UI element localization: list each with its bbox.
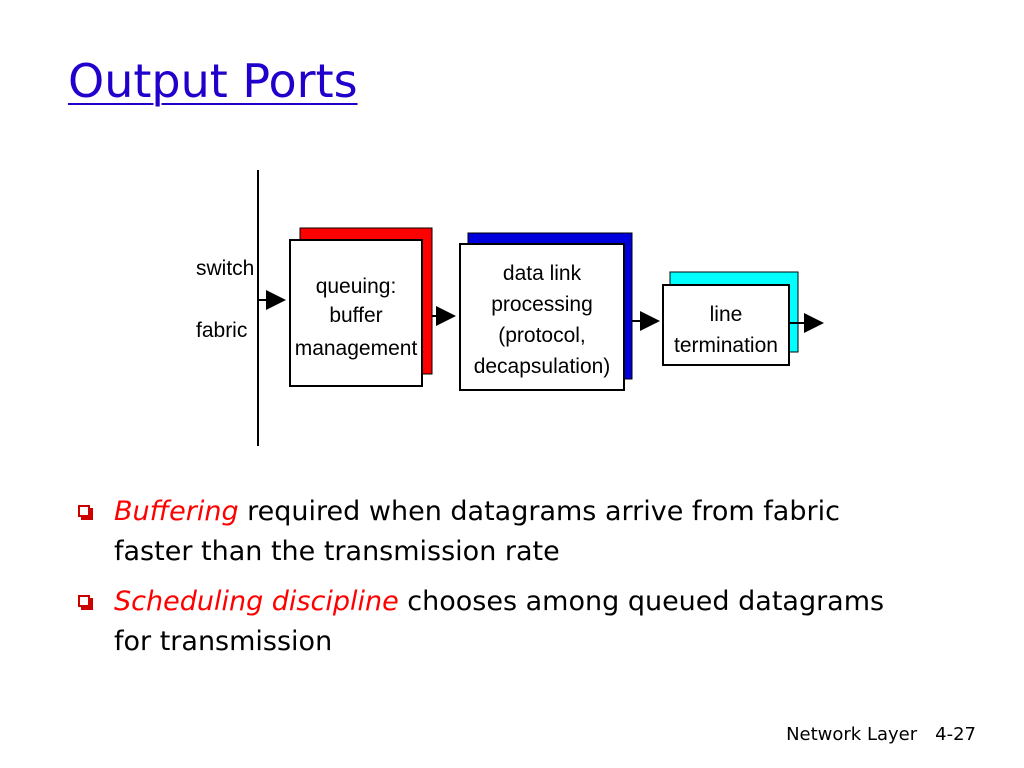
output-port-diagram: switch fabric queuing: buffer management… bbox=[196, 170, 824, 446]
termination-box-line1: line bbox=[710, 303, 743, 326]
datalink-box-line3: (protocol, bbox=[498, 324, 586, 347]
bullet-marker-icon bbox=[78, 505, 93, 520]
datalink-box-line4: decapsulation) bbox=[474, 355, 611, 378]
datalink-box bbox=[459, 243, 625, 391]
slide-title: Output Ports bbox=[68, 54, 358, 108]
bullet-item-scheduling: Scheduling discipline chooses among queu… bbox=[78, 582, 898, 662]
queue-box bbox=[289, 239, 423, 387]
footer-chapter: Network Layer bbox=[786, 724, 918, 745]
termination-box-line2: termination bbox=[674, 334, 778, 357]
bullet-item-buffering: Buffering required when datagrams arrive… bbox=[78, 492, 898, 572]
footer-page-number: 4-27 bbox=[935, 724, 976, 745]
queue-box-line1: queuing: bbox=[316, 275, 397, 298]
datalink-box-line1: data link bbox=[503, 262, 582, 285]
bullet-highlight: Buffering bbox=[114, 496, 239, 527]
bullet-text: chooses among queued datagrams for trans… bbox=[114, 586, 885, 657]
datalink-box-line2: processing bbox=[491, 293, 593, 316]
termination-box bbox=[662, 284, 790, 366]
slide-footer: Network Layer 4-27 bbox=[786, 724, 976, 745]
bullet-marker-icon bbox=[78, 595, 93, 610]
bullet-list: Buffering required when datagrams arrive… bbox=[78, 492, 898, 672]
fabric-label: fabric bbox=[196, 319, 247, 342]
queue-box-line3: management bbox=[295, 337, 418, 360]
bullet-highlight: Scheduling discipline bbox=[114, 586, 399, 617]
queue-box-line2: buffer bbox=[329, 304, 382, 327]
bullet-text: required when datagrams arrive from fabr… bbox=[114, 496, 840, 567]
switch-label: switch bbox=[196, 257, 254, 280]
